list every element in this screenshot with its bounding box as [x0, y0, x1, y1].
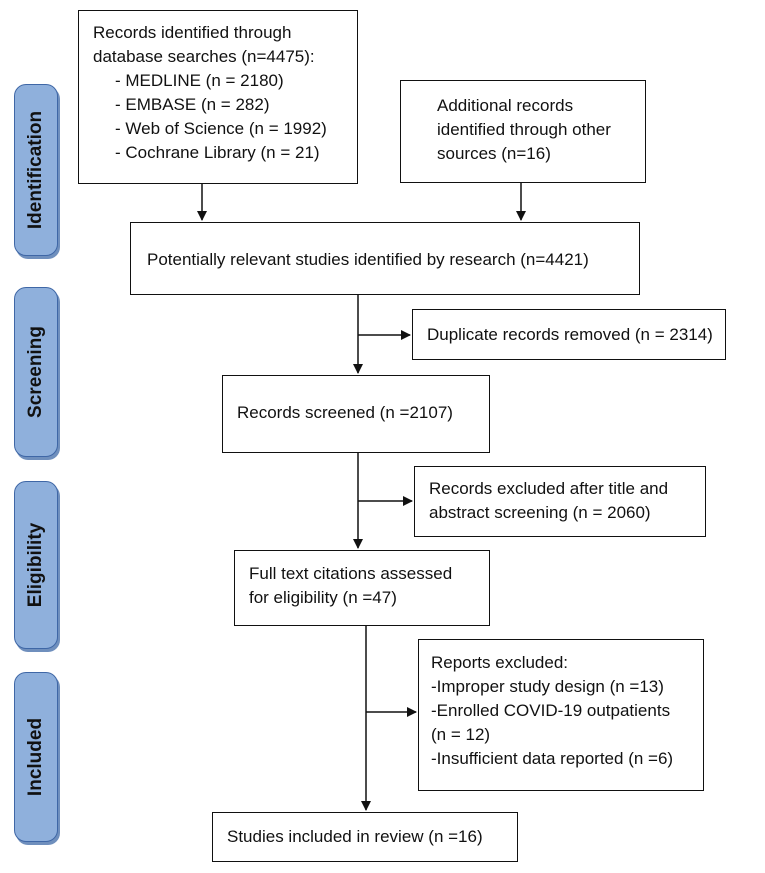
reports-excluded-line-1: Reports excluded: — [431, 653, 569, 672]
duplicates-removed-box: Duplicate records removed (n = 2314) — [412, 309, 726, 360]
records-excluded-line-2: abstract screening (n = 2060) — [429, 503, 651, 522]
reports-excluded-line-2: -Improper study design (n =13) — [431, 677, 664, 696]
full-text-line-1: Full text citations assessed — [249, 564, 453, 583]
reports-excluded-line-5: -Insufficient data reported (n =6) — [431, 749, 674, 768]
stage-label-identification: Identification — [14, 84, 58, 256]
database-searches-line-3: - MEDLINE (n = 2180) — [115, 71, 284, 90]
records-excluded-line-1: Records excluded after title and — [429, 479, 669, 498]
other-sources-line-3: sources (n=16) — [437, 144, 551, 163]
database-searches-line-4: - EMBASE (n = 282) — [115, 95, 270, 114]
database-searches-line-2: database searches (n=4475): — [93, 47, 315, 66]
other-sources-box: Additional records identified through ot… — [400, 80, 646, 183]
reports-excluded-box: Reports excluded: -Improper study design… — [418, 639, 704, 791]
stage-label-identification-text: Identification — [25, 110, 46, 230]
studies-included-text: Studies included in review (n =16) — [227, 827, 483, 846]
database-searches-line-5: - Web of Science (n = 1992) — [115, 119, 327, 138]
database-searches-line-6: - Cochrane Library (n = 21) — [115, 143, 320, 162]
reports-excluded-line-4: (n = 12) — [431, 725, 491, 744]
potentially-relevant-box: Potentially relevant studies identified … — [130, 222, 640, 295]
potentially-relevant-text: Potentially relevant studies identified … — [147, 250, 589, 269]
database-searches-box: Records identified through database sear… — [78, 10, 358, 184]
stage-label-screening-text: Screening — [25, 326, 46, 418]
reports-excluded-line-3: -Enrolled COVID-19 outpatients — [431, 701, 671, 720]
stage-label-eligibility-text: Eligibility — [25, 522, 46, 608]
records-excluded-box: Records excluded after title and abstrac… — [414, 466, 706, 537]
records-screened-box: Records screened (n =2107) — [222, 375, 490, 453]
full-text-line-2: for eligibility (n =47) — [249, 588, 397, 607]
records-screened-text: Records screened (n =2107) — [237, 403, 453, 422]
stage-label-eligibility: Eligibility — [14, 481, 58, 649]
duplicates-removed-text: Duplicate records removed (n = 2314) — [427, 325, 713, 344]
stage-label-included-text: Included — [25, 717, 46, 797]
studies-included-box: Studies included in review (n =16) — [212, 812, 518, 862]
stage-label-screening: Screening — [14, 287, 58, 457]
other-sources-line-1: Additional records — [437, 96, 574, 115]
full-text-box: Full text citations assessed for eligibi… — [234, 550, 490, 626]
stage-label-included: Included — [14, 672, 58, 842]
other-sources-line-2: identified through other — [437, 120, 611, 139]
database-searches-line-1: Records identified through — [93, 23, 292, 42]
